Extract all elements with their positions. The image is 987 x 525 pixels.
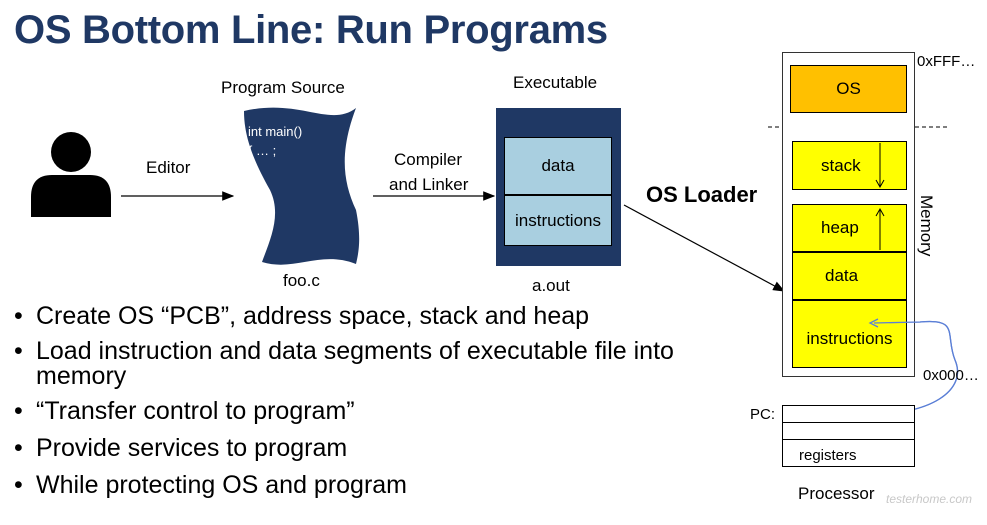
top-address-label: 0xFFF… xyxy=(917,53,976,70)
loader-arrow xyxy=(623,204,786,292)
compiler-label-line2: and Linker xyxy=(389,175,469,194)
executable-file-label: a.out xyxy=(532,276,570,295)
watermark: testerhome.com xyxy=(886,492,973,506)
bullet-item: •Provide services to program xyxy=(14,434,348,462)
os-loader-label: OS Loader xyxy=(646,182,758,207)
exe-data-segment: data xyxy=(504,137,612,195)
register-row xyxy=(782,422,915,440)
source-code: int main() { … ; } xyxy=(248,124,303,177)
bullet-item: •“Transfer control to program” xyxy=(14,397,355,425)
program-source-label: Program Source xyxy=(221,78,345,97)
pc-label: PC: xyxy=(750,406,776,423)
registers-box xyxy=(782,439,915,467)
bullet-list: •Create OS “PCB”, address space, stack a… xyxy=(14,302,726,508)
editor-label: Editor xyxy=(146,158,191,177)
memory-stack-segment: stack xyxy=(792,141,907,190)
memory-os-segment: OS xyxy=(790,65,907,113)
executable-label: Executable xyxy=(513,73,598,92)
source-document-shape xyxy=(244,107,360,265)
memory-data-segment: data xyxy=(792,252,907,300)
source-file-label: foo.c xyxy=(283,271,320,290)
memory-heap-segment: heap xyxy=(792,204,907,252)
processor-label: Processor xyxy=(798,484,875,503)
bullet-item: •Load instruction and data segments of e… xyxy=(14,337,674,390)
bullet-item: •Create OS “PCB”, address space, stack a… xyxy=(14,302,590,330)
memory-label: Memory xyxy=(917,195,936,257)
slide-title: OS Bottom Line: Run Programs xyxy=(14,8,608,52)
pc-register xyxy=(782,405,915,423)
bullet-item: •While protecting OS and program xyxy=(14,471,408,499)
exe-instructions-segment: instructions xyxy=(504,195,612,246)
memory-instructions-segment: instructions xyxy=(792,300,907,368)
bottom-address-label: 0x000… xyxy=(923,367,979,384)
user-icon xyxy=(31,132,111,217)
compiler-label-line1: Compiler xyxy=(394,150,463,169)
registers-label: registers xyxy=(799,447,857,464)
